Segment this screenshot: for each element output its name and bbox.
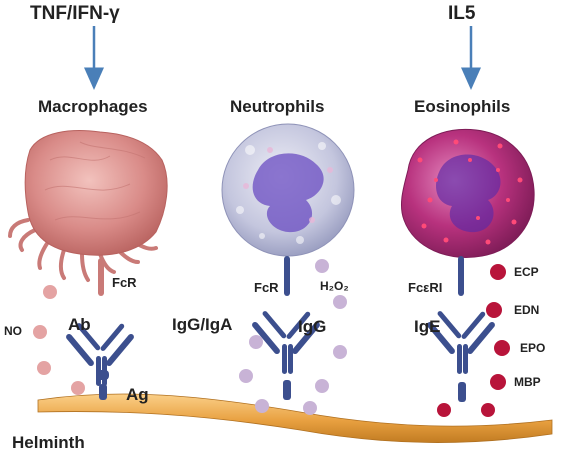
eosinophil-cell [401,128,535,258]
antibody-macrophage [66,323,134,386]
macrophage-receptor [98,258,104,296]
ag-label: Ag [126,385,149,404]
ab-label: Ab [68,315,91,334]
no-label: NO [4,324,22,338]
granule-label-ecp: ECP [514,265,539,279]
h2o2-label: H₂O₂ [320,279,349,293]
tnf-ifn-label: TNF/IFN-γ [30,3,120,24]
granule-label-edn: EDN [514,303,540,317]
eosinophil-fceri-label: FcεRI [408,280,443,295]
macrophages-label: Macrophages [38,97,148,116]
eosinophil-receptor [458,256,464,296]
neutrophil-cell [221,123,355,257]
il5-label: IL5 [448,3,476,24]
igg-label: IgG [298,317,327,336]
eosinophils-label: Eosinophils [414,97,511,116]
macrophage-cell [8,130,168,282]
antibody-neutrophil [252,311,320,400]
macrophage-fcr-label: FcR [112,275,137,290]
helminth-worm [37,393,553,443]
neutrophils-label: Neutrophils [230,97,325,116]
antigen [97,370,109,400]
neutrophil-receptor [284,256,290,296]
h2o2-molecules [239,259,347,415]
granule-label-mbp: MBP [514,375,541,389]
antibody-eosinophil [427,311,495,402]
no-molecules [33,285,85,395]
helminth-label: Helminth [12,433,85,452]
granule-molecules [437,264,510,417]
neutrophil-fcr-label: FcR [254,280,279,295]
granule-label-epo: EPO [520,341,546,355]
ige-label: IgE [414,317,441,336]
igg-iga-label: IgG/IgA [172,315,233,334]
